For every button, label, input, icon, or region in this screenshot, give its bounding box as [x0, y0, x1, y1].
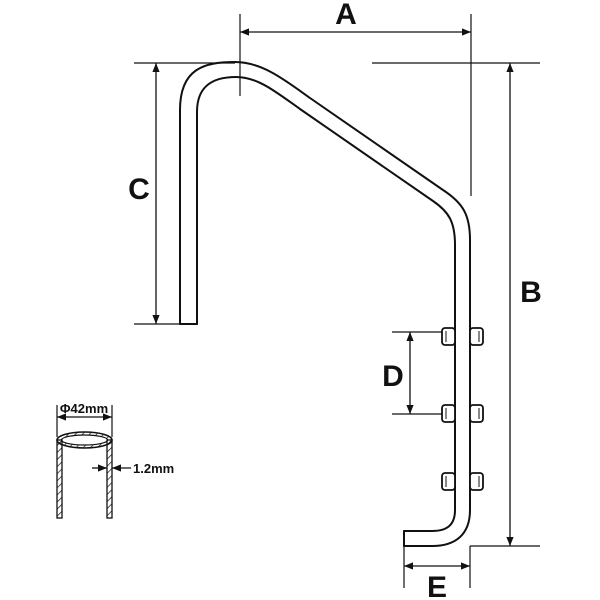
dimension-b-label: B — [520, 276, 542, 309]
tube-thickness-label: 1.2mm — [133, 461, 174, 476]
dimension-e-label: E — [427, 571, 447, 600]
dimension-c-label: C — [128, 173, 150, 206]
dimension-d: D — [382, 331, 442, 415]
bracket-top — [441, 327, 484, 346]
dimension-e: E — [403, 546, 471, 600]
dimension-a-label: A — [335, 0, 357, 31]
dimension-a: A — [239, 0, 472, 196]
tube-section-detail: Φ42mm 1.2mm — [56, 401, 174, 519]
dimension-b: B — [372, 62, 542, 547]
handrail-pipe — [179, 61, 471, 547]
dimension-c: C — [128, 62, 235, 325]
mounting-brackets — [441, 327, 484, 491]
bracket-middle — [441, 404, 484, 423]
tube-diameter-label: Φ42mm — [60, 401, 108, 416]
bracket-bottom — [441, 472, 484, 491]
dimension-d-label: D — [382, 360, 404, 393]
